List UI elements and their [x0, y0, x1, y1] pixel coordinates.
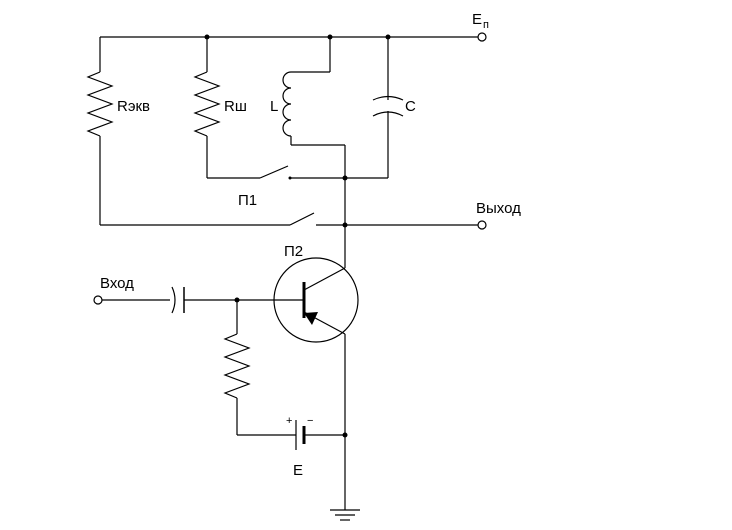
resistor-r-shunt: [193, 37, 260, 179]
supply-rail: [100, 32, 487, 42]
output-label: Выход: [476, 200, 521, 217]
supply-subscript: п: [483, 19, 489, 31]
transistor-label: П2: [284, 243, 303, 260]
capacitor-label: C: [405, 98, 416, 115]
battery-e: [295, 420, 348, 450]
resistor-r-equiv: [86, 37, 290, 226]
switch-label: П1: [238, 192, 257, 209]
input-label: Вход: [100, 275, 134, 292]
transistor-p2: [260, 257, 359, 343]
capacitor-c: [372, 37, 404, 178]
inductor-l: [282, 37, 348, 268]
ground: [330, 334, 360, 521]
r-equiv-label: Rэкв: [117, 98, 150, 115]
supply-label: E: [472, 11, 482, 28]
battery-plus: +: [286, 415, 292, 427]
inductor-label: L: [270, 98, 278, 115]
switch-p1-upper: [259, 165, 388, 180]
bias-resistor: [223, 300, 296, 436]
switch-p1-lower: [289, 212, 487, 230]
battery-label: E: [293, 462, 303, 479]
battery-minus: −: [307, 415, 313, 427]
r-shunt-label: Rш: [224, 98, 247, 115]
